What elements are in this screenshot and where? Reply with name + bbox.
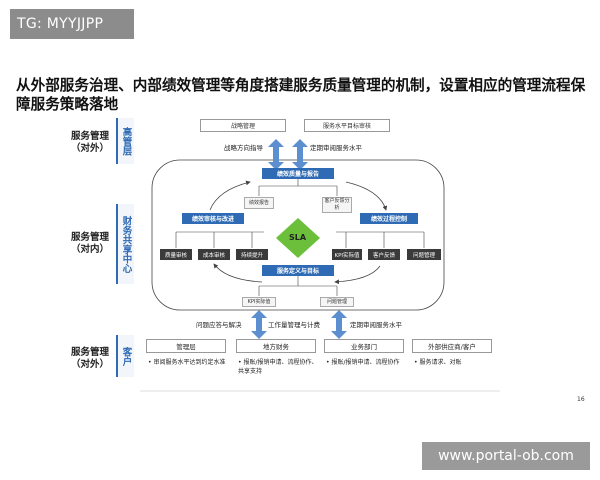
cycle-right-box: 绩效过程控制 (360, 213, 418, 224)
arrow-bottom-left (251, 310, 267, 339)
row-label-bottom-line1: 服务管理 (70, 347, 109, 358)
row-label-middle-line2: （对内） (70, 244, 109, 255)
vertical-label-top: 高管层 (116, 118, 134, 164)
client-head-management: 管理层 (146, 339, 226, 353)
vertical-label-middle: 财务共享中心 (116, 204, 134, 284)
left-item-2: 成本审核 (198, 249, 230, 260)
cycle-top-box: 绩效质量与报告 (262, 168, 334, 179)
connectors-left (175, 178, 425, 296)
note-periodic-review-bottom: 定期审阅服务水平 (350, 321, 402, 329)
source-tag: TG: MYYJJPP (10, 9, 134, 39)
right-item-3: 问题管理 (407, 249, 441, 260)
vertical-label-bottom: 客户 (116, 335, 134, 377)
arrow-down-top-right (292, 139, 308, 170)
left-item-3: 持续提升 (236, 249, 268, 260)
cycle-arrow-left-up (209, 180, 251, 211)
note-workload-billing: 工作量管理与计费 (268, 321, 320, 329)
arrow-up-top-left (268, 139, 284, 170)
note-issue-resolution: 问题应答与解决 (196, 321, 242, 329)
left-item-1: 质量审核 (160, 249, 192, 260)
row-label-bottom-line2: （对外） (70, 359, 109, 370)
bottom-item-2: 问题管理 (320, 297, 354, 307)
cycle-arrow-right-to-bottom (334, 265, 381, 285)
cycle-arrow-bottom-to-left (213, 263, 263, 283)
strategy-management-box: 战略管理 (200, 119, 286, 132)
bottom-item-1: KPI实际值 (242, 297, 276, 307)
client-list-management: • 审阅服务水平达到约定水准 (148, 359, 226, 366)
client-item-external: 服务请求、对账 (419, 359, 462, 366)
row-label-top-line1: 服务管理 (70, 131, 109, 142)
row-label-top: 服务管理 （对外） (60, 131, 120, 155)
cycle-bottom-box: 服务定义与目标 (262, 265, 334, 276)
cycle-left-box: 绩效审核与改进 (182, 213, 244, 224)
sla-label: SLA (289, 233, 307, 242)
row-label-top-line2: （对外） (70, 143, 109, 154)
client-list-local-finance: • 报账/报销申请、流程协作、共享支持 (238, 359, 318, 375)
right-item-1: KPI实际值 (332, 249, 362, 260)
client-item-local-finance: 报账/报销申请、流程协作、共享支持 (238, 359, 318, 375)
row-label-middle: 服务管理 （对内） (60, 232, 120, 256)
page-number: 16 (577, 396, 585, 403)
client-item-business: 报账/报销申请、流程协作 (331, 359, 400, 366)
cycle-top-right-sub: 客户反馈分析 (322, 197, 352, 213)
cycle-top-left-sub: 绩效报告 (244, 197, 274, 209)
client-list-business: • 报账/报销申请、流程协作 (326, 359, 400, 366)
cycle-arrow-right-down (345, 181, 388, 211)
client-list-external: • 服务请求、对账 (414, 359, 462, 366)
watermark: www.portal-ob.com (422, 442, 590, 470)
client-head-local-finance: 地方财务 (236, 339, 316, 353)
client-head-business: 业务部门 (324, 339, 404, 353)
client-head-external: 外部供应商/客户 (412, 339, 492, 353)
client-item-management: 审阅服务水平达到约定水准 (153, 359, 226, 366)
arrow-bottom-right (331, 310, 347, 339)
right-item-2: 客户反馈 (368, 249, 400, 260)
row-label-middle-line1: 服务管理 (70, 232, 109, 243)
sla-diamond (276, 218, 320, 258)
note-periodic-review-top: 定期审阅服务水平 (310, 144, 362, 152)
page-title: 从外部服务治理、内部绩效管理等角度搭建服务质量管理的机制，设置相应的管理流程保障… (16, 77, 586, 113)
note-strategy-guidance: 战略方向指导 (224, 144, 263, 152)
service-target-review-box: 服务水平目标审核 (304, 119, 390, 132)
row-label-bottom: 服务管理 （对外） (60, 347, 120, 371)
